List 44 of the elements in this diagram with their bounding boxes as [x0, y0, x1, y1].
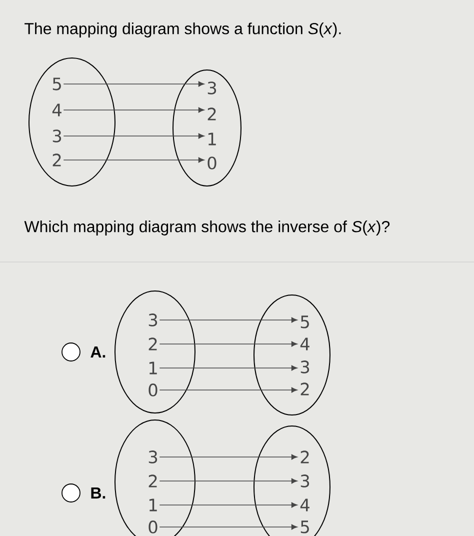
option-letter: A. [90, 346, 106, 358]
set-element: 3 [148, 314, 158, 326]
question: Which mapping diagram shows the inverse of S(x)? [24, 220, 390, 236]
set-element: 2 [208, 108, 216, 120]
set-element: 2 [148, 338, 157, 350]
arrow [159, 317, 298, 323]
arrow [63, 81, 204, 87]
option-letter: B. [91, 488, 106, 498]
set-element: 1 [149, 498, 157, 512]
arrow [159, 502, 298, 508]
set-element: 0 [148, 384, 158, 396]
set-element: 0 [208, 156, 216, 170]
set-element: 4 [52, 104, 62, 116]
set-element: 4 [300, 338, 310, 350]
set-oval [172, 70, 242, 186]
arrow [159, 341, 298, 347]
set-element: 3 [208, 82, 216, 94]
set-element: 0 [148, 520, 158, 534]
arrow [159, 365, 298, 371]
arrow [159, 454, 298, 460]
arrow [159, 524, 298, 530]
set-element: 1 [208, 132, 216, 146]
set-element: 3 [300, 474, 310, 488]
set-element: 3 [148, 450, 158, 464]
arrow [63, 157, 204, 163]
set-element: 3 [300, 360, 310, 374]
arrow [63, 133, 204, 139]
arrow [159, 387, 298, 393]
set-oval [254, 294, 330, 416]
set-oval [28, 58, 116, 186]
set-element: 2 [148, 474, 157, 488]
set-element: 5 [300, 316, 309, 328]
set-element: 2 [300, 382, 309, 396]
set-element: 2 [52, 154, 61, 166]
set-element: 5 [300, 520, 309, 534]
set-element: 4 [300, 498, 310, 512]
set-element: 3 [52, 130, 62, 142]
arrow [159, 478, 298, 484]
set-element: 1 [149, 362, 157, 374]
title: The mapping diagram shows a function S(x). [24, 22, 341, 38]
set-oval [114, 290, 196, 414]
arrow [63, 107, 204, 113]
set-element: 2 [300, 450, 309, 464]
set-element: 5 [52, 78, 61, 90]
